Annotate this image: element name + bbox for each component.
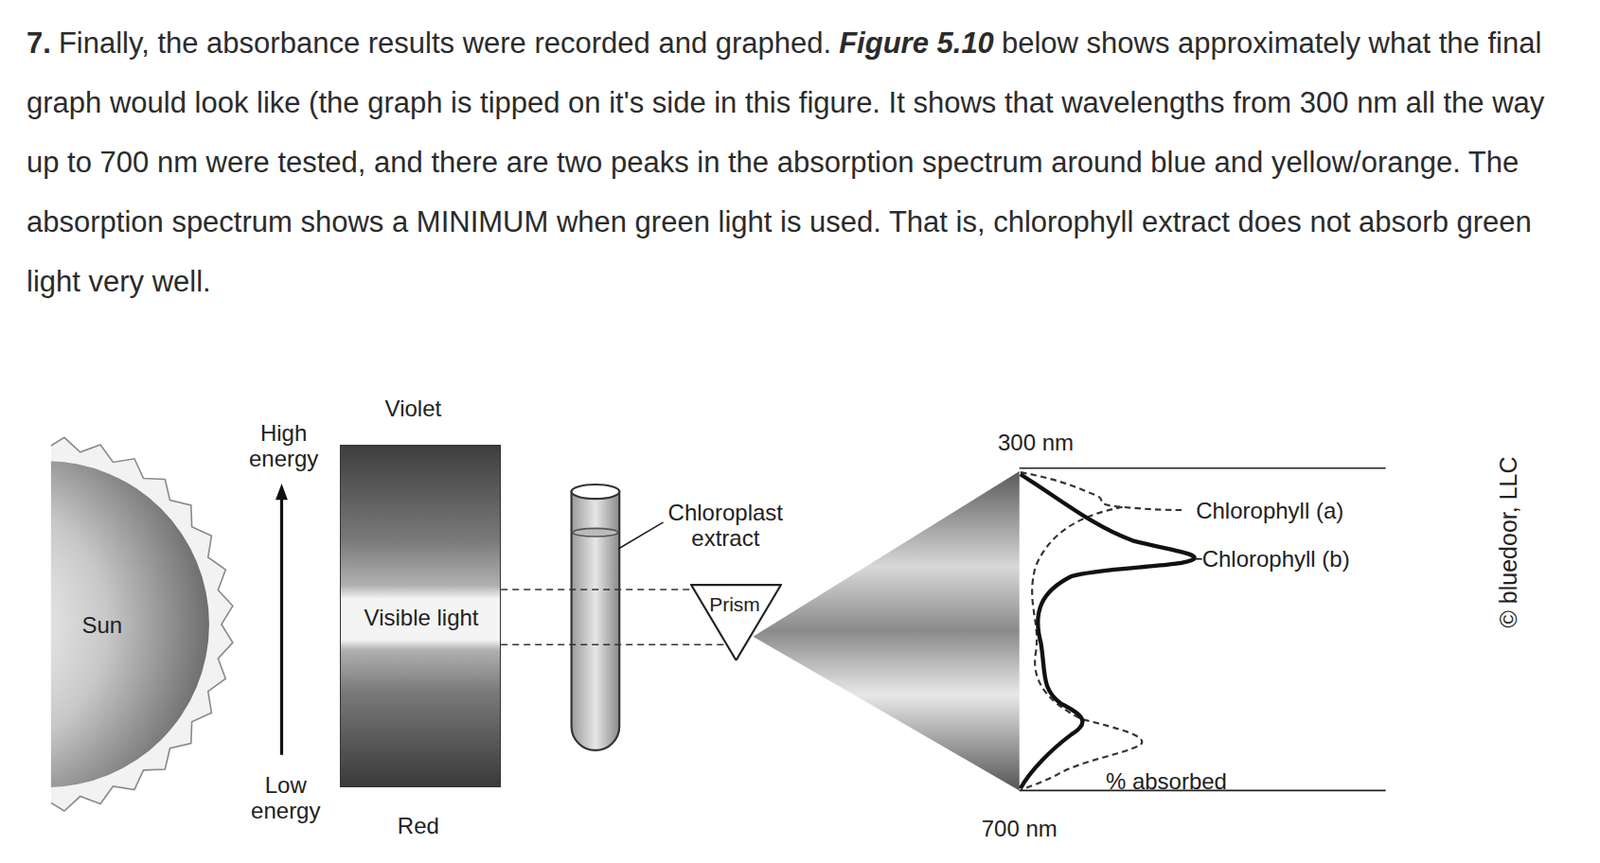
sun-rays <box>51 437 233 812</box>
node-text: Sun <box>81 611 123 638</box>
chlorophyll-b-curve <box>1020 474 1195 789</box>
diagram-label: 700 nm <box>981 816 1058 842</box>
energy-arrow <box>280 496 284 756</box>
watermark: © bluedoor, LLC <box>1494 457 1521 629</box>
node-text: Violet <box>385 395 443 422</box>
diagram-label: % absorbed <box>1105 767 1227 794</box>
sun-node: Sun <box>61 602 143 647</box>
node-text: Visible light <box>364 604 480 630</box>
arrow-head <box>275 483 288 500</box>
diagram-label: Low energy <box>234 772 338 824</box>
test-tube <box>571 492 621 751</box>
diagram-label: Chloroplast extract <box>648 499 802 552</box>
spectrum-band: VioletVisible lightRed <box>339 444 501 788</box>
paragraph-text: 7. <box>26 26 52 60</box>
diagram-label: High energy <box>232 420 336 472</box>
paragraph-text: below shows approximately what the final… <box>26 26 1545 299</box>
prism-shape <box>691 585 782 661</box>
chlorophyll-a-curve <box>1020 472 1184 791</box>
sun-illustration <box>51 437 233 812</box>
leader-line <box>618 522 663 550</box>
axis-line <box>1019 467 1387 470</box>
node-text: Prism <box>709 591 761 618</box>
diagram-label: Chlorophyll (b) <box>1202 545 1351 571</box>
node-text: Red <box>397 812 440 838</box>
light-path <box>500 588 699 591</box>
tube-rim <box>571 484 621 499</box>
diagram-label: 300 nm <box>997 428 1074 455</box>
paragraph-text: Figure 5.10 <box>838 26 995 60</box>
light-path <box>500 643 732 646</box>
diagram-label: Chlorophyll (a) <box>1195 497 1344 523</box>
paragraph: 7.Finally, the absorbance results were r… <box>26 13 1584 312</box>
spectrum-cone <box>752 471 1019 791</box>
prism-triangle: Prism <box>690 584 783 662</box>
sun-disc <box>51 461 210 788</box>
extract-surface <box>572 528 618 537</box>
paragraph-text: Finally, the absorbance results were rec… <box>58 26 832 60</box>
